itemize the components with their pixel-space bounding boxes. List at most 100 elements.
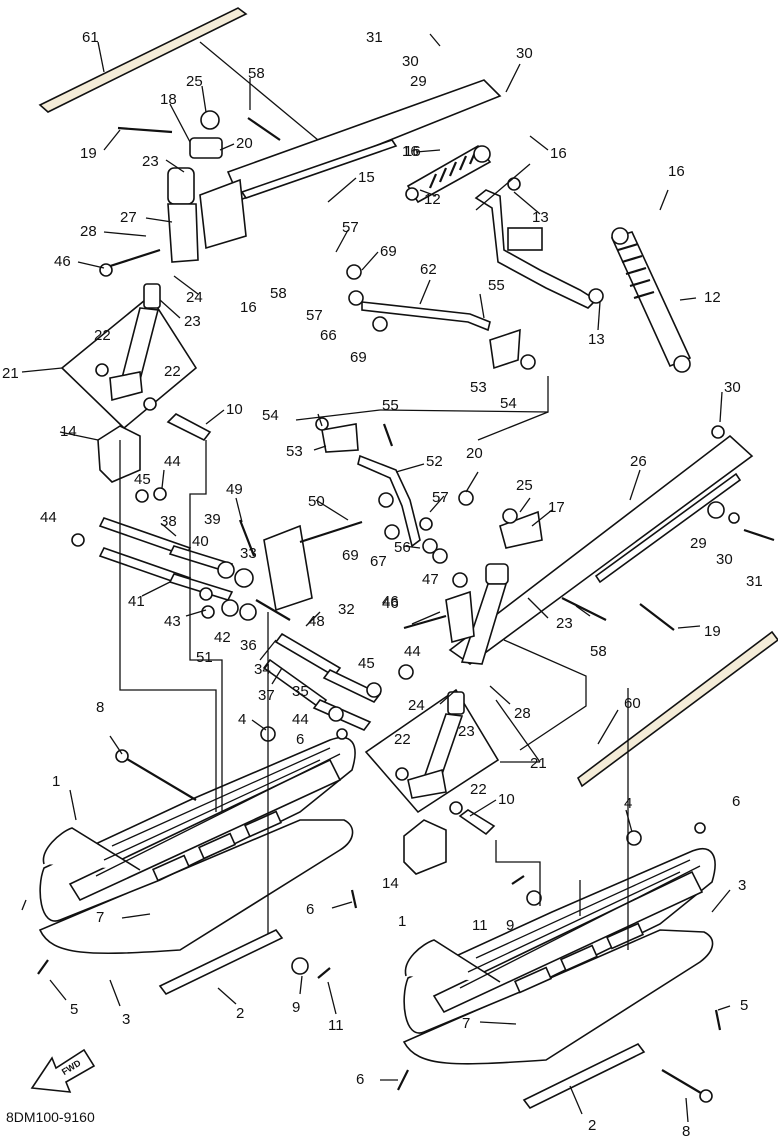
- callout: 46: [382, 595, 399, 612]
- callout: 7: [462, 1015, 470, 1032]
- callout: 28: [80, 223, 97, 240]
- callout: 22: [164, 363, 181, 380]
- callout: 22: [470, 781, 487, 798]
- callout: 46: [382, 593, 399, 610]
- callout: 23: [184, 313, 201, 330]
- callout: 13: [588, 331, 605, 348]
- tie-rods-left: [71, 487, 234, 601]
- callout: 6: [296, 731, 304, 748]
- spindle-block-lower: [403, 819, 447, 875]
- rail-plate-lower: [576, 630, 778, 788]
- callout: 9: [506, 917, 514, 934]
- callout: 54: [262, 407, 279, 424]
- callout: 9: [292, 999, 300, 1016]
- callout: 16: [550, 145, 567, 162]
- spindle-block-upper: [97, 425, 141, 483]
- callout: 44: [404, 643, 421, 660]
- callout: 1: [398, 913, 406, 930]
- callout: 11: [328, 1017, 344, 1034]
- callout: 69: [350, 349, 367, 366]
- callout: 22: [94, 327, 111, 344]
- callout: 45: [134, 471, 151, 488]
- callout: 69: [342, 547, 359, 564]
- callout: 16: [402, 143, 419, 160]
- callout: 56: [394, 539, 411, 556]
- callout: 32: [338, 601, 355, 618]
- lower-arm: [448, 425, 775, 665]
- callout: 36: [240, 637, 257, 654]
- callout: 33: [240, 545, 257, 562]
- upper-arm: [199, 41, 502, 202]
- callout: 23: [142, 153, 159, 170]
- upper-spindle-assembly: [99, 110, 281, 277]
- tie-rods-center: [262, 632, 414, 731]
- callout: 16: [404, 143, 421, 160]
- callout: 6: [732, 793, 740, 810]
- callout: 60: [624, 695, 641, 712]
- ski-right: [397, 822, 722, 1110]
- callout: 4: [238, 711, 246, 728]
- callout: 44: [292, 711, 309, 728]
- callout: 8: [682, 1123, 690, 1139]
- callout: 58: [590, 643, 607, 660]
- callout: 14: [382, 875, 399, 892]
- lower-spindle-assembly: [403, 490, 675, 665]
- callout: 16: [240, 299, 257, 316]
- steering-column-lower: [364, 688, 500, 836]
- callout: 21: [2, 365, 19, 382]
- callout: 50: [308, 493, 325, 510]
- sleeve-upper: [166, 413, 212, 442]
- callout: 17: [548, 499, 565, 516]
- stabilizer-link-upper: [346, 264, 536, 370]
- ski-left: [37, 726, 358, 996]
- callout: 31: [746, 573, 763, 590]
- steering-column-upper: [60, 283, 198, 430]
- callout: 27: [120, 209, 137, 226]
- callout: 23: [556, 615, 573, 632]
- callout: 20: [466, 445, 483, 462]
- callout: 49: [226, 481, 243, 498]
- reference-lines: [119, 163, 629, 950]
- callout: 55: [382, 397, 399, 414]
- stabilizer-link-lower: [315, 417, 448, 564]
- callout: 58: [270, 285, 287, 302]
- callout: 5: [70, 1001, 78, 1018]
- callout: 55: [488, 277, 505, 294]
- callout: 10: [226, 401, 243, 418]
- callout: 47: [422, 571, 439, 588]
- callout: 30: [724, 379, 741, 396]
- callout: 16: [668, 163, 685, 180]
- callout: 21: [530, 755, 547, 772]
- shock-absorber-upper: [405, 144, 692, 373]
- callout: 2: [236, 1005, 244, 1022]
- callout: 54: [500, 395, 517, 412]
- callout: 5: [740, 997, 748, 1014]
- callout: 30: [402, 53, 419, 70]
- callout: 46: [54, 253, 71, 270]
- callout: 25: [516, 477, 533, 494]
- callout: 37: [258, 687, 275, 704]
- callout-labels: 61 25 18 58 19 20 23 27 28 46 24 23 21 2…: [2, 29, 763, 1139]
- callout: 22: [394, 731, 411, 748]
- callout: 57: [432, 489, 449, 506]
- callout: 15: [358, 169, 375, 186]
- callout: 44: [164, 453, 181, 470]
- callout: 40: [192, 533, 209, 550]
- callout: 69: [380, 243, 397, 260]
- callout: 62: [420, 261, 437, 278]
- callout: 31: [366, 29, 383, 46]
- rail-plate-upper: [38, 7, 248, 113]
- callout: 30: [716, 551, 733, 568]
- callout: 28: [514, 705, 531, 722]
- callout: 61: [82, 29, 99, 46]
- callout: 13: [532, 209, 549, 226]
- callout: 12: [424, 191, 441, 208]
- callout: 6: [356, 1071, 364, 1088]
- callout: 10: [498, 791, 515, 808]
- callout: 24: [408, 697, 425, 714]
- callout: 3: [122, 1011, 130, 1028]
- callout: 53: [470, 379, 487, 396]
- parts-artwork: FWD: [30, 7, 778, 1110]
- callout: 39: [204, 511, 221, 528]
